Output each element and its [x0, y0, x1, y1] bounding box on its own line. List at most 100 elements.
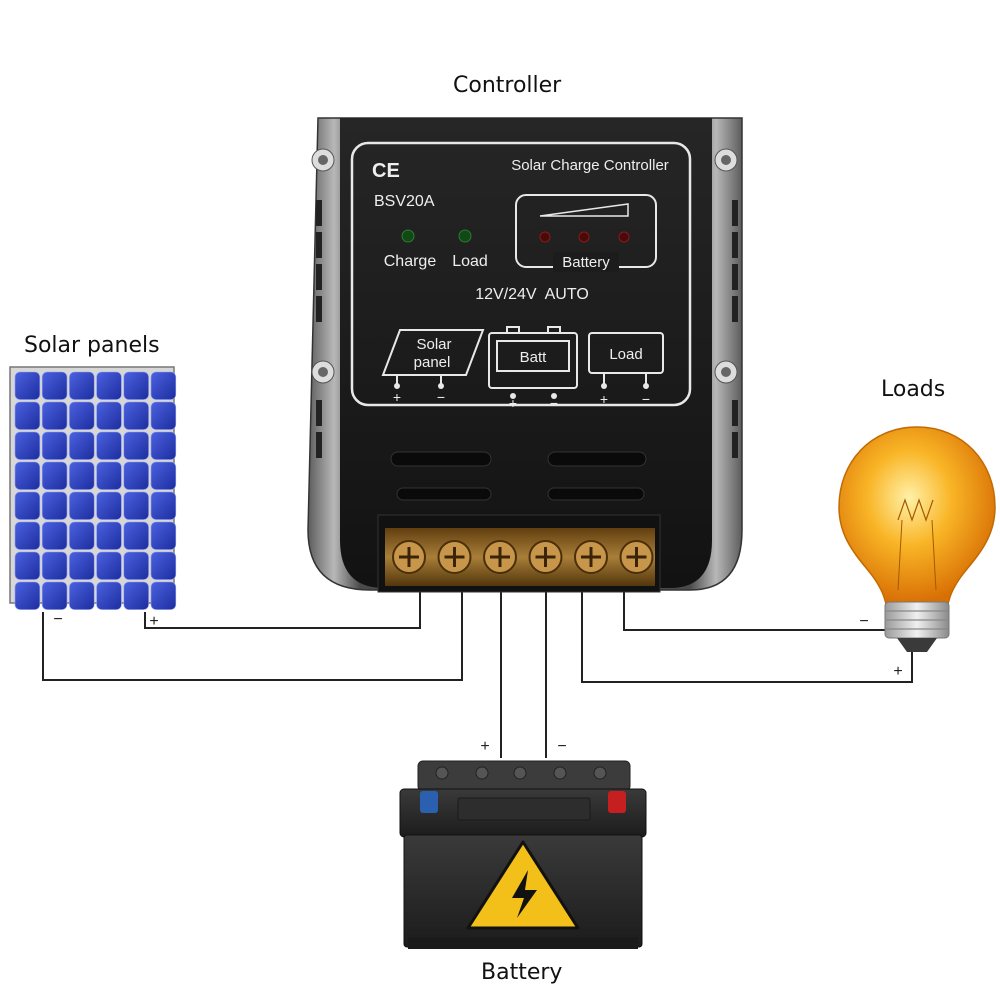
solar-cell [14, 431, 41, 460]
terminal-solar-label-2: panel [414, 354, 451, 371]
solar-cell [14, 461, 41, 490]
solar-cell [14, 371, 41, 400]
solar-cell [150, 401, 177, 430]
wire-load-minus [623, 592, 888, 631]
wire-solar-minus-label: − [53, 611, 62, 628]
solar-cell [14, 491, 41, 520]
wire-solar-plus [144, 592, 421, 629]
terminal-solar-label-1: Solar [416, 336, 451, 353]
solar-cell [96, 461, 122, 490]
solar-cell [41, 551, 68, 580]
battery-indicator: Battery [515, 194, 657, 272]
solar-panels-label: Solar panels [24, 333, 160, 358]
wire-load-plus-label: + [893, 663, 902, 680]
terminal-screw [483, 540, 517, 574]
solar-cell [123, 401, 149, 430]
wires [42, 592, 913, 758]
terminal-screw [619, 540, 654, 574]
solar-cell [14, 401, 41, 430]
solar-cell [96, 491, 122, 520]
solar-cell [123, 461, 149, 490]
terminal-screw [437, 540, 472, 574]
solar-cell [41, 581, 68, 610]
solar-cell [96, 401, 122, 430]
solar-cell [123, 581, 149, 610]
wire-solar-plus-label: + [149, 613, 158, 630]
solar-cell [69, 521, 95, 550]
loads-label: Loads [881, 377, 946, 402]
solar-cell [41, 371, 68, 400]
solar-cell [69, 581, 95, 610]
solar-cell [69, 461, 95, 490]
solar-cell [123, 371, 149, 400]
solar-minus-sign: − [437, 389, 445, 405]
led-load-label: Load [452, 253, 488, 270]
solar-cell [123, 551, 149, 580]
controller-label: Controller [453, 73, 562, 98]
solar-cell [150, 491, 177, 520]
solar-cell [96, 371, 122, 400]
terminal-load [588, 332, 664, 389]
solar-cell [150, 551, 177, 580]
warning-lightning-icon [466, 840, 580, 930]
batt-plus-sign: + [509, 395, 517, 411]
wire-load-minus-label: − [859, 613, 868, 630]
solar-cell [96, 581, 122, 610]
terminal-block [377, 514, 661, 593]
solar-cell [14, 521, 41, 550]
ce-mark-icon: CE [372, 160, 400, 182]
solar-cell [123, 431, 149, 460]
solar-cells [14, 371, 177, 610]
wire-load-plus [581, 592, 913, 683]
solar-cell [14, 551, 41, 580]
solar-cell [150, 521, 177, 550]
batt-minus-sign: − [550, 395, 558, 411]
solar-cell [96, 551, 122, 580]
solar-cell [123, 491, 149, 520]
solar-cell [123, 521, 149, 550]
solar-cell [41, 401, 68, 430]
load-minus-sign: − [642, 391, 650, 407]
screw-icon [311, 148, 738, 384]
solar-cell [69, 551, 95, 580]
solar-cell [41, 461, 68, 490]
battery-indicator-label: Battery [562, 254, 610, 271]
solar-cell [14, 581, 41, 610]
charge-controller: CE Solar Charge Controller BSV20A Charge… [307, 117, 743, 593]
solar-cell [69, 491, 95, 520]
terminal-solar-panel [381, 329, 485, 389]
solar-cell [150, 581, 177, 610]
model-number: BSV20A [374, 193, 435, 210]
solar-cell [69, 401, 95, 430]
light-bulb [838, 426, 996, 652]
solar-cell [150, 371, 177, 400]
solar-cell [41, 521, 68, 550]
led-icon [401, 229, 472, 243]
solar-cell [69, 371, 95, 400]
solar-plus-sign: + [393, 389, 401, 405]
wire-battery-plus-label: + [480, 738, 489, 755]
solar-cell [150, 431, 177, 460]
voltage-label: 12V/24V AUTO [475, 286, 589, 303]
wire-solar-minus [42, 592, 463, 681]
solar-cell [41, 431, 68, 460]
solar-panel [9, 366, 177, 610]
terminal-screws [392, 540, 654, 574]
solar-cell [96, 431, 122, 460]
load-plus-sign: + [600, 391, 608, 407]
car-battery [399, 760, 647, 949]
terminal-batt-label: Batt [520, 349, 548, 366]
terminal-batt [488, 326, 578, 399]
wire-battery-minus-label: − [557, 738, 566, 755]
solar-cell [150, 461, 177, 490]
solar-cell [96, 521, 122, 550]
led-charge-label: Charge [384, 253, 437, 270]
terminal-screw [574, 540, 608, 574]
terminal-load-label: Load [609, 346, 642, 363]
controller-title: Solar Charge Controller [511, 157, 669, 174]
solar-cell [41, 491, 68, 520]
terminal-screw [528, 540, 563, 574]
battery-label: Battery [481, 960, 563, 985]
